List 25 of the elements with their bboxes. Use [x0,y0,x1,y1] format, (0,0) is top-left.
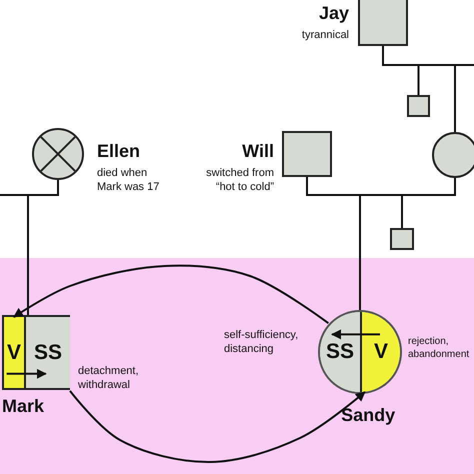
person-note: died when Mark was 17 [97,166,160,195]
trait-letter: V [374,340,388,364]
person-name: Jay [318,4,349,24]
trait-letter: V [6,340,21,364]
person-note: tyrannical [300,28,349,42]
person-name: Will [242,142,274,162]
relationship-note: self-sufficiency, distancing [224,328,300,357]
arrow [69,390,366,463]
relationship-note: detachment, withdrawal [78,364,140,393]
male-symbol [407,95,430,117]
pedigree-line [401,178,456,228]
female-symbol [432,132,474,178]
pedigree-line [454,64,474,132]
trait-half [4,317,26,388]
person-name: Sandy [341,406,396,426]
person-name: Ellen [97,142,140,162]
arrow [13,264,329,324]
arrow [6,368,47,379]
person-note: switched from “hot to cold” [205,166,274,195]
trait-letter: SS [326,340,354,364]
person-name: Mark [2,397,44,417]
trait-letter: SS [34,340,62,364]
relationship-note: rejection, abandonment [408,335,470,361]
arrow [331,329,380,340]
male-symbol [390,228,414,250]
